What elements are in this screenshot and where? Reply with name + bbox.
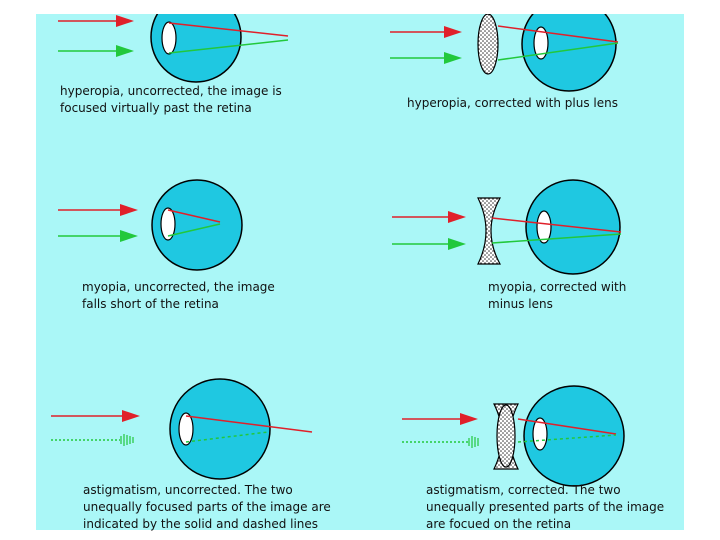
eye-icon bbox=[169, 378, 271, 480]
caption-line: falls short of the retina bbox=[82, 297, 219, 311]
caption-line: hyperopia, uncorrected, the image is bbox=[60, 84, 282, 98]
green-dashed-refracted-ray bbox=[185, 431, 269, 443]
caption-line: indicated by the solid and dashed lines bbox=[83, 517, 319, 531]
red-refracted-ray bbox=[491, 217, 622, 233]
crystalline-lens-icon bbox=[533, 26, 549, 60]
eye-icon bbox=[151, 179, 243, 271]
caption-line: focused virtually past the retina bbox=[60, 101, 252, 115]
crystalline-lens-icon bbox=[161, 21, 177, 55]
caption-astigmatism-uncorrected: astigmatism, uncorrected. The two unequa… bbox=[83, 482, 331, 533]
green-dashed-arrow bbox=[51, 434, 134, 446]
green-refracted-ray bbox=[167, 223, 221, 237]
red-refracted-ray bbox=[517, 418, 617, 435]
caption-line: astigmatism, corrected. The two bbox=[426, 483, 621, 497]
caption-line: unequally focused parts of the image are bbox=[83, 500, 331, 514]
crystalline-lens-icon bbox=[536, 210, 552, 244]
panel-astigmatism-uncorrected bbox=[51, 378, 313, 480]
caption-line: myopia, uncorrected, the image bbox=[82, 280, 275, 294]
caption-myopia-uncorrected: myopia, uncorrected, the image falls sho… bbox=[82, 279, 275, 313]
panel-astigmatism-corrected bbox=[402, 385, 625, 487]
red-refracted-ray bbox=[185, 415, 313, 433]
green-ray-arrow bbox=[390, 52, 462, 64]
caption-line: unequally presented parts of the image bbox=[426, 500, 665, 514]
caption-line: hyperopia, corrected with plus lens bbox=[407, 96, 618, 110]
caption-line: astigmatism, uncorrected. The two bbox=[83, 483, 293, 497]
caption-hyperopia-uncorrected: hyperopia, uncorrected, the image is foc… bbox=[60, 83, 282, 117]
green-refracted-ray bbox=[491, 233, 622, 244]
caption-line: are focued on the retina bbox=[426, 517, 572, 531]
caption-line: myopia, corrected with bbox=[488, 280, 627, 294]
green-ray-arrow bbox=[392, 238, 466, 250]
crystalline-lens-icon bbox=[532, 417, 548, 451]
red-ray-arrow bbox=[402, 413, 478, 425]
crystalline-lens-icon bbox=[178, 412, 194, 446]
plus-lens-icon bbox=[477, 14, 499, 75]
red-ray-arrow bbox=[51, 410, 140, 422]
green-ray-arrow bbox=[58, 230, 138, 242]
red-ray-arrow bbox=[58, 15, 134, 27]
cylindrical-lens-icon bbox=[493, 403, 519, 470]
minus-lens-icon bbox=[477, 197, 502, 265]
green-dashed-refracted-ray bbox=[517, 434, 617, 443]
crystalline-lens-icon bbox=[160, 207, 176, 241]
panel-hyperopia-uncorrected bbox=[58, 14, 289, 83]
caption-hyperopia-corrected: hyperopia, corrected with plus lens bbox=[407, 95, 618, 112]
panel-myopia-corrected bbox=[392, 179, 622, 275]
green-dashed-arrow bbox=[402, 436, 479, 448]
caption-astigmatism-corrected: astigmatism, corrected. The two unequall… bbox=[426, 482, 664, 533]
red-refracted-ray bbox=[167, 209, 221, 223]
green-ray-arrow bbox=[58, 45, 134, 57]
red-refracted-ray bbox=[168, 22, 289, 37]
green-refracted-ray bbox=[497, 42, 619, 61]
caption-line: minus lens bbox=[488, 297, 553, 311]
red-ray-arrow bbox=[58, 204, 138, 216]
red-refracted-ray bbox=[497, 25, 619, 43]
eye-icon bbox=[523, 385, 625, 487]
panel-myopia-uncorrected bbox=[58, 179, 243, 271]
red-ray-arrow bbox=[390, 26, 462, 38]
green-refracted-ray bbox=[168, 39, 289, 54]
caption-myopia-corrected: myopia, corrected with minus lens bbox=[488, 279, 626, 313]
refractive-errors-diagram bbox=[51, 14, 625, 487]
panel-hyperopia-corrected bbox=[390, 14, 619, 92]
red-ray-arrow bbox=[392, 211, 466, 223]
